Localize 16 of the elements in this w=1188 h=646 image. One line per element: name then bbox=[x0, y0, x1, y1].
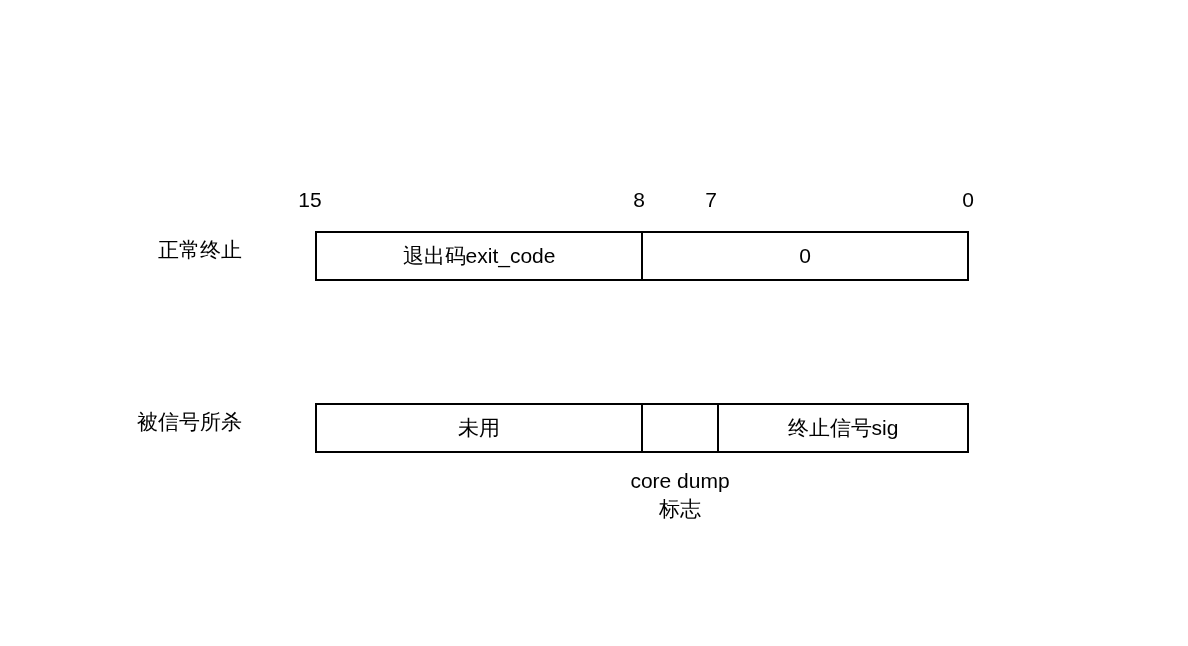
field-label: 未用 bbox=[458, 415, 500, 441]
bit-number: 8 bbox=[633, 188, 645, 212]
unused-field bbox=[315, 403, 643, 453]
core-dump-flag-field bbox=[641, 403, 719, 453]
field-label: 退出码exit_code bbox=[402, 243, 556, 270]
field-label: 终止信号sig bbox=[787, 415, 899, 441]
field-label: 0 bbox=[799, 244, 811, 268]
bit-number: 0 bbox=[962, 188, 974, 212]
exit-code-field bbox=[315, 231, 643, 281]
field-caption: core dump 标志 bbox=[629, 468, 731, 522]
bit-number: 15 bbox=[298, 188, 322, 212]
signal-field bbox=[717, 403, 969, 453]
row-label: 正常终止 bbox=[158, 237, 242, 263]
row-label: 被信号所杀 bbox=[136, 409, 242, 435]
bit-number: 7 bbox=[705, 188, 717, 212]
zero-field bbox=[641, 231, 969, 281]
